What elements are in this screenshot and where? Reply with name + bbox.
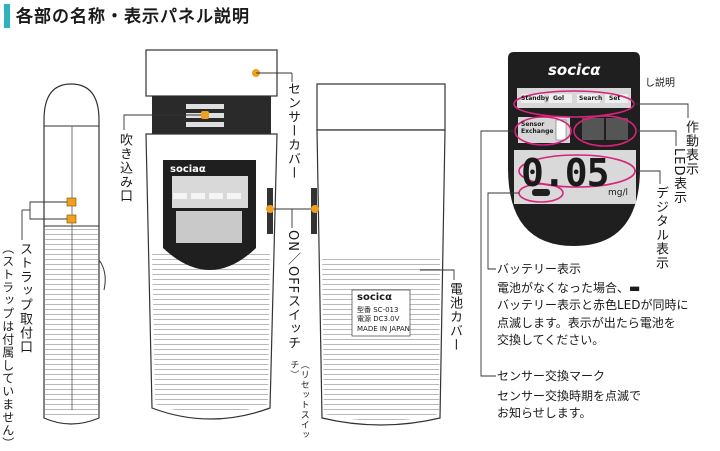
strap-hole-upper xyxy=(66,197,77,207)
panel-button-search: Search xyxy=(579,95,603,102)
title-accent-bar xyxy=(4,4,10,28)
panel-button-gol: Gol xyxy=(553,95,565,102)
readout-unit: mg/l xyxy=(608,188,629,198)
label-switch-sub: （リセットスイッチ） xyxy=(288,360,309,440)
label-operation-display: 作動表示 xyxy=(682,120,698,176)
sensor-mark-heading: センサー交換マーク xyxy=(497,369,606,383)
panel-note: し説明 xyxy=(645,78,675,89)
panel-button-set: Set xyxy=(609,95,621,102)
label-digital-display: デジタル表示 xyxy=(652,186,668,270)
label-strap-note: （ストラップは付属していません） xyxy=(0,242,15,450)
front-brand: sociaα xyxy=(170,164,206,175)
side-view xyxy=(21,83,106,425)
label-strap-mount: ストラップ取付口 xyxy=(16,242,32,354)
sensor-mark-note: センサー交換時期を点滅で お知らせします。 xyxy=(497,388,641,423)
digital-readout: 0.05 xyxy=(521,151,610,195)
panel-brand: socicα xyxy=(548,61,601,79)
battery-indicator xyxy=(532,189,550,196)
label-mouthpiece: 吹き込み口 xyxy=(116,133,132,203)
back-view xyxy=(274,83,455,426)
label-battery-cover: 電池カバー xyxy=(446,282,462,352)
battery-note-line-2: バッテリー表示と赤色LEDが同時に xyxy=(497,298,689,313)
back-label-line-1: 型番 SC-013 xyxy=(357,306,399,314)
label-led-display: LED表示 xyxy=(670,148,686,205)
back-brand: socicα xyxy=(357,292,392,303)
sensor-exchange-label: Sensor Exchange xyxy=(521,121,554,135)
battery-note-line-4: 交換してください。 xyxy=(497,333,605,348)
front-view xyxy=(123,49,293,420)
page-title: 各部の名称・表示パネル説明 xyxy=(16,7,250,27)
panel-button-standby: Standby xyxy=(521,95,550,102)
mouthpiece-marker xyxy=(201,111,209,119)
label-switch: ON／OFFスイッチ xyxy=(284,230,300,351)
sensor-mark-line-1: センサー交換時期を点滅で xyxy=(497,389,642,403)
back-label-line-3: MADE IN JAPAN xyxy=(357,325,410,333)
back-label-plate xyxy=(351,289,411,337)
sensor-mark-line-2: お知らせします。 xyxy=(497,406,592,421)
label-sensor-cover: センサーカバー xyxy=(284,82,300,180)
battery-note-line-1: 電池がなくなった場合、▬ xyxy=(497,281,641,295)
back-label-line-2: 電源 DC3.0V xyxy=(357,315,400,323)
battery-note: 電池がなくなった場合、▬ バッテリー表示と赤色LEDが同時に 点滅します。表示が… xyxy=(497,280,689,350)
strap-hole-lower xyxy=(66,214,77,224)
battery-note-line-3: 点滅します。表示が出たら電池を xyxy=(497,315,676,330)
battery-heading: バッテリー表示 xyxy=(497,262,582,276)
display-panel xyxy=(480,52,689,377)
